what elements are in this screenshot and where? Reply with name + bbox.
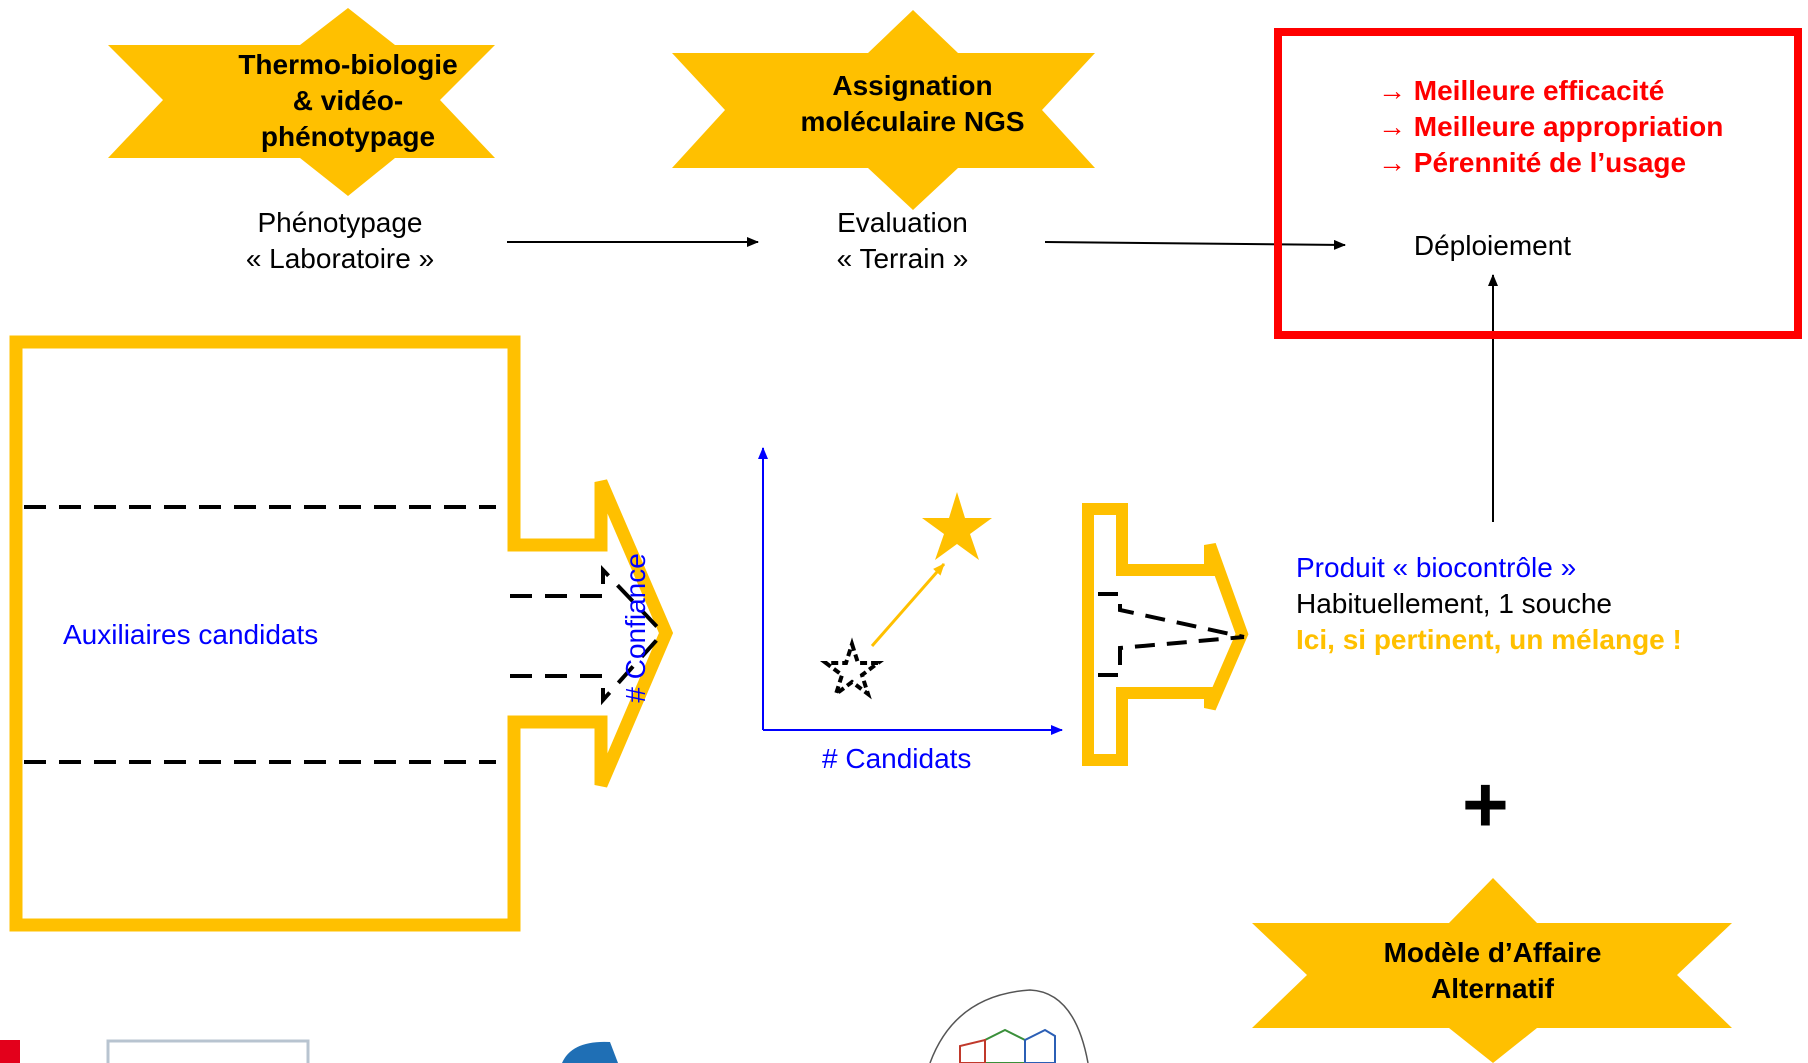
filter-t-shape	[1082, 503, 1249, 766]
star-business-line-2: Alternatif	[1431, 972, 1554, 1004]
outcome-item: → Pérennité de l’usage	[1378, 145, 1793, 181]
funnel-dashed-lines	[24, 505, 665, 764]
outcome-label: Meilleure appropriation	[1413, 110, 1724, 142]
step-field: Evaluation « Terrain »	[790, 205, 1015, 277]
star-outline-icon	[820, 637, 884, 700]
product-line-1: Produit « biocontrôle »	[1296, 552, 1577, 583]
step-lab-line-1: Phénotypage	[257, 207, 423, 238]
star-thermo-line-3: phénotypage	[260, 120, 436, 152]
outcomes-list: → Meilleure efficacité → Meilleure appro…	[1378, 73, 1793, 180]
star-ngs-line-1: Assignation	[832, 70, 993, 101]
step-lab: Phénotypage « Laboratoire »	[210, 205, 470, 277]
step-deploy: Déploiement	[1413, 230, 1572, 261]
step-field-line-2: « Terrain »	[836, 242, 969, 274]
funnel-shape	[9, 335, 674, 932]
improvement-arrow	[870, 563, 946, 647]
logo-hexagon-icon	[929, 989, 1089, 1063]
outcome-label: Meilleure efficacité	[1413, 75, 1665, 106]
logo-box-icon	[106, 1039, 310, 1063]
plus-sign: +	[1462, 760, 1509, 849]
step-lab-line-2: « Laboratoire »	[245, 242, 435, 274]
outcome-arrow-icon: →	[1378, 110, 1406, 142]
step-field-line-1: Evaluation	[837, 207, 968, 238]
filter-dashed-lines	[1098, 592, 1245, 677]
logo-blue-arc-icon	[562, 1041, 618, 1063]
outcome-arrow-icon: →	[1378, 146, 1406, 178]
star-thermo-line-2: & vidéo-	[292, 84, 404, 116]
outcome-arrow-icon: →	[1378, 75, 1406, 106]
star-filled-icon	[922, 492, 992, 560]
arrow-field-to-deploy	[1044, 239, 1346, 250]
outcome-item: → Meilleure efficacité	[1378, 73, 1793, 109]
star-business-line-1: Modèle d’Affaire	[1383, 937, 1602, 968]
product-text: Produit « biocontrôle » Habituellement, …	[1296, 550, 1682, 657]
star-thermo-biologie	[108, 8, 495, 196]
outcome-label: Pérennité de l’usage	[1413, 146, 1687, 178]
star-modele-affaire	[1252, 878, 1732, 1063]
funnel-label: Auxiliaires candidats	[63, 619, 319, 650]
logo-red-icon	[0, 1040, 20, 1063]
star-thermo-line-1: Thermo-biologie	[238, 49, 458, 80]
star-ngs-label: Assignation moléculaire NGS	[760, 68, 1065, 140]
star-business-label: Modèle d’Affaire Alternatif	[1340, 935, 1645, 1007]
product-line-3: Ici, si pertinent, un mélange !	[1296, 623, 1682, 655]
star-assignation-ngs	[672, 10, 1095, 210]
outcome-item: → Meilleure appropriation	[1378, 109, 1793, 145]
star-ngs-line-2: moléculaire NGS	[800, 105, 1025, 137]
graph-x-label: # Candidats	[822, 743, 972, 774]
graph-y-label: # Confiance	[620, 553, 652, 703]
product-line-2: Habituellement, 1 souche	[1296, 587, 1612, 619]
star-thermo-label: Thermo-biologie & vidéo- phénotypage	[198, 47, 498, 154]
outcomes-box	[1274, 28, 1802, 339]
